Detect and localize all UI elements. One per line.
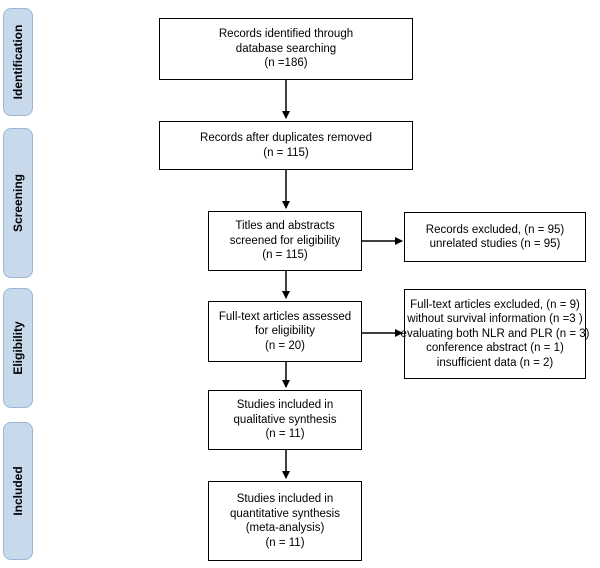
phase-screening: Screening [3,128,33,278]
box-quantitative-synthesis: Studies included in quantitative synthes… [208,481,362,561]
box-records-after-duplicates: Records after duplicates removed (n = 11… [159,121,413,170]
text-line: qualitative synthesis [233,413,337,426]
text-line: (n =186) [264,57,308,70]
box-fulltext-assessed: Full-text articles assessed for eligibil… [208,301,362,362]
text-line: (n = 20) [265,339,305,352]
text-line: (n = 115) [262,249,308,262]
box-fulltext-excluded: Full-text articles excluded, (n = 9) wit… [401,289,589,379]
text-line: (n = 115) [263,146,309,159]
text-line: Full-text articles excluded, (n = 9) [410,298,580,311]
text-line: Studies included in [236,493,334,505]
text-line: (n = 11) [265,428,305,441]
box-records-identified: Records identified through database sear… [159,18,413,80]
text-line: Titles and abstracts [235,220,335,233]
box-qualitative-synthesis: Studies included in qualitative synthesi… [208,390,362,450]
text-line: (meta-analysis) [245,522,325,534]
text-line: database searching [235,42,337,55]
text-line: Full-text articles assessed [218,310,352,323]
text-line: for eligibility [254,325,316,338]
text-line: Studies included in [236,399,334,412]
phase-identification: Identification [3,8,33,116]
text-line: unrelated studies (n = 95) [429,238,561,250]
text-line: conference abstract (n = 1) [426,342,564,355]
text-line: Records identified through [218,28,354,41]
text-line: Records excluded, (n = 95) [425,223,565,236]
phase-included: Included [3,422,33,560]
box-records-excluded: Records excluded, (n = 95) unrelated stu… [404,212,586,262]
text-line: screened for eligibility [229,234,341,247]
text-line: insufficient data (n = 2) [436,356,554,369]
text-line: evaluating both NLR and PLR (n = 3) [400,327,590,340]
text-line: quantitative synthesis [230,507,340,520]
phase-eligibility: Eligibility [3,288,33,408]
text-line: Records after duplicates removed [200,132,372,144]
text-line: without survival information (n =3 ) [407,313,583,326]
text-line: (n = 11) [265,536,305,549]
box-titles-abstracts-screened: Titles and abstracts screened for eligib… [208,211,362,271]
